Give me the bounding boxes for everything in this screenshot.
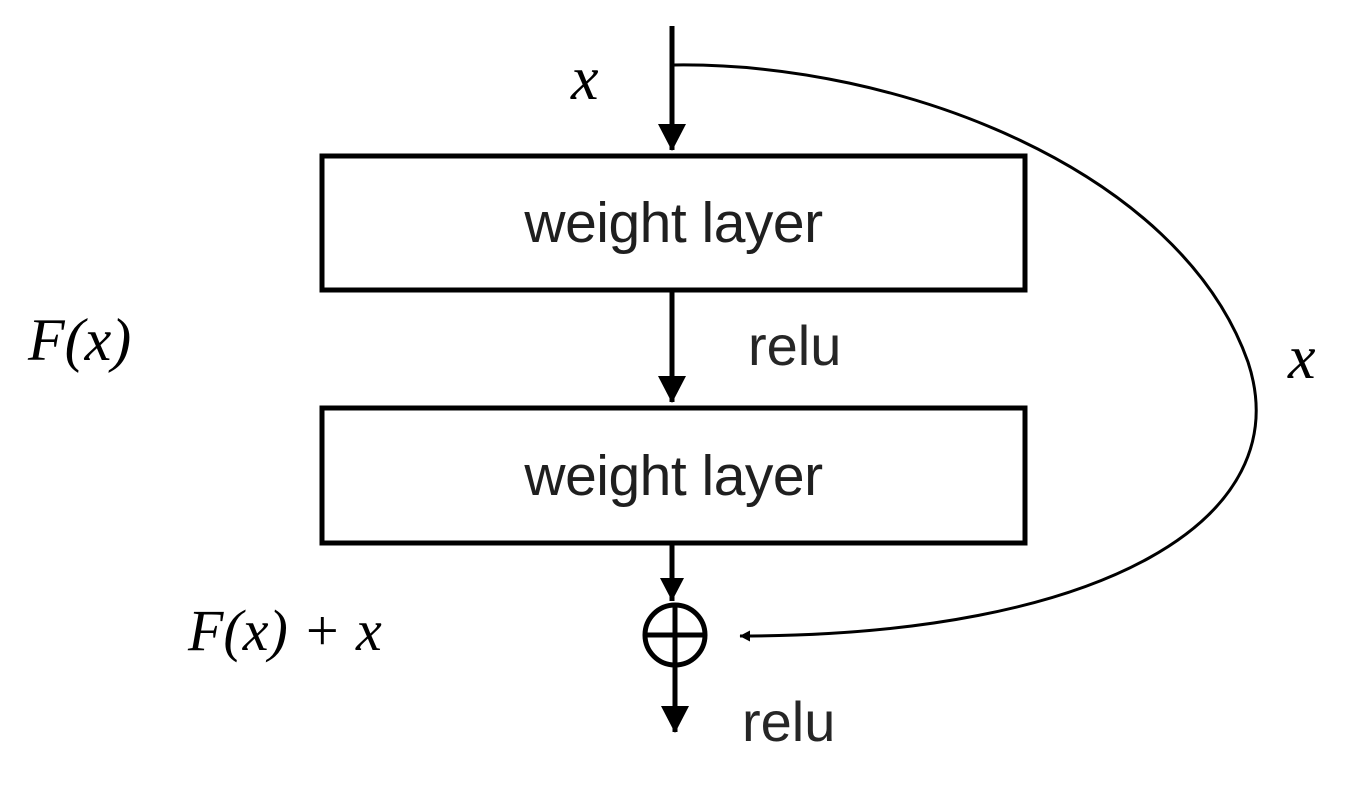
edge-identity-shortcut	[673, 63, 1258, 642]
relu-label-middle: relu	[748, 314, 842, 377]
weight-layer-1-label: weight layer	[524, 191, 823, 255]
shortcut-label-x: x	[1288, 324, 1316, 392]
identity-shortcut-curve	[673, 63, 1258, 642]
output-sum-label: F(x) + x	[188, 598, 382, 663]
weight-layer-2-box	[319, 405, 1028, 546]
residual-function-label: F(x)	[28, 307, 132, 373]
addition-node	[642, 602, 708, 668]
weight-layer-2-label: weight layer	[524, 443, 823, 508]
input-label-x: x	[571, 45, 599, 113]
relu-label-bottom: relu	[742, 690, 836, 753]
